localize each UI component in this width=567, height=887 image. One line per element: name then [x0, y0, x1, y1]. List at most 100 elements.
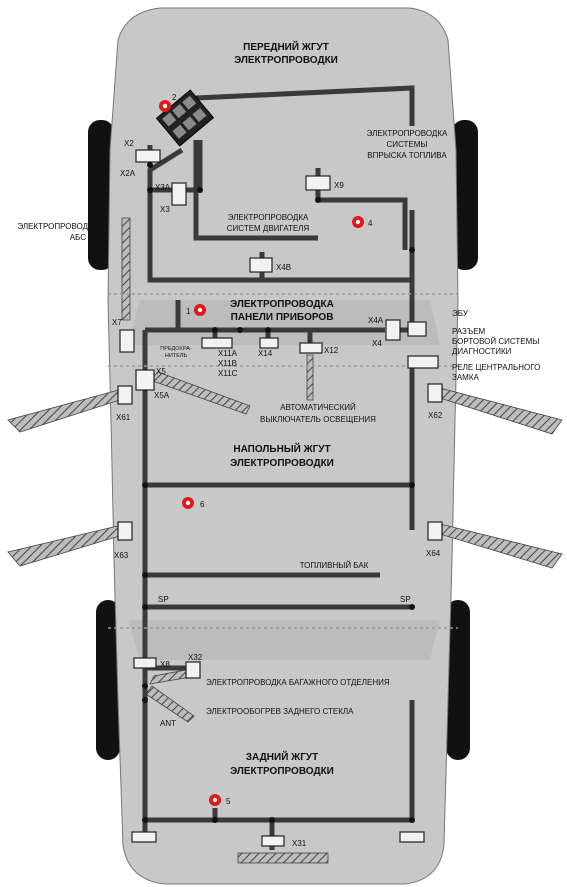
- junction: [269, 817, 275, 823]
- junction: [147, 162, 153, 168]
- junction: [315, 197, 321, 203]
- connector-diagnostic: [407, 321, 427, 337]
- connector-x5: [135, 369, 155, 391]
- label-abs-1: ЭЛЕКТРОПРОВОДКА: [17, 222, 98, 231]
- junction: [142, 817, 148, 823]
- front-harness-x9-branch: [318, 197, 408, 250]
- connector-x4b: [249, 257, 273, 273]
- junction: [142, 604, 148, 610]
- junction: [409, 247, 415, 253]
- ground-points: 2 4 1 6 5: [159, 93, 373, 806]
- label-x3a: X3A: [155, 183, 171, 192]
- connector-x12: [299, 342, 323, 354]
- label-injection-3: ВПРЫСКА ТОПЛИВА: [367, 151, 447, 160]
- label-x32: X32: [188, 653, 203, 662]
- label-fuel-tank: ТОПЛИВНЫЙ БАК: [300, 561, 369, 570]
- connector-x32: [185, 661, 201, 679]
- label-abs-2: АБС: [70, 233, 86, 242]
- label-injection-1: ЭЛЕКТРОПРОВОДКА: [367, 129, 448, 138]
- label-trunk-wiring: ЭЛЕКТРОПРОВОДКА БАГАЖНОГО ОТДЕЛЕНИЯ: [206, 678, 390, 687]
- label-x61: X61: [116, 413, 131, 422]
- label-x64: X64: [426, 549, 441, 558]
- connector-x8: [133, 657, 157, 669]
- connector-x62: [427, 383, 443, 403]
- ground-point-5: 5: [209, 794, 231, 806]
- front-harness-title-1: ПЕРЕДНИЙ ЖГУТ: [243, 40, 329, 53]
- connector-x2: [135, 149, 161, 163]
- label-fuse-2: НИТЕЛЬ: [165, 353, 188, 359]
- ecu-bar: [237, 852, 329, 864]
- ground-point-1: 1: [186, 304, 206, 316]
- label-ant: ANT: [160, 719, 176, 728]
- connectors: [117, 149, 443, 864]
- front-left-door-harness: [7, 387, 127, 433]
- windshield: [128, 300, 440, 345]
- label-injection-2: СИСТЕМЫ: [386, 140, 427, 149]
- front-right-wheel: [452, 120, 478, 270]
- label-x14: X14: [258, 349, 273, 358]
- front-right-door-harness: [439, 387, 563, 435]
- junction: [237, 327, 243, 333]
- label-fuse-1: ПРЕДОХРА-: [160, 346, 192, 352]
- connector-labels: X2 X2A X3A X3 X9 X4B X7 X4A X4 X11A X11B…: [112, 139, 443, 848]
- label-diag-1: РАЗЪЕМ: [452, 327, 486, 336]
- connector-x61: [117, 385, 133, 405]
- label-diag-2: БОРТОВОЙ СИСТЕМЫ: [452, 337, 539, 346]
- label-light-switch-2: ВЫКЛЮЧАТЕЛЬ ОСВЕЩЕНИЯ: [260, 415, 376, 424]
- labels: ЭЛЕКТРОПРОВОДКА СИСТЕМЫ ВПРЫСКА ТОПЛИВА …: [17, 129, 540, 728]
- rear-harness-title-2: ЭЛЕКТРОПРОВОДКИ: [230, 766, 334, 777]
- ground-label-6: 6: [200, 500, 205, 509]
- floor-harness-title-2: ЭЛЕКТРОПРОВОДКИ: [230, 458, 334, 469]
- label-engine-1: ЭЛЕКТРОПРОВОДКА: [228, 213, 309, 222]
- x12-harness-branch: [306, 354, 314, 401]
- front-left-wheel: [88, 120, 114, 270]
- connector-x31: [261, 835, 285, 847]
- ground-label-5: 5: [226, 797, 231, 806]
- label-x62: X62: [428, 411, 443, 420]
- label-x9: X9: [334, 181, 344, 190]
- label-ecu: ЭБУ: [452, 309, 469, 318]
- label-x11b: X11B: [218, 359, 237, 368]
- label-lock-relay-2: ЗАМКА: [452, 373, 479, 382]
- junction: [147, 187, 153, 193]
- ecu-unit: [155, 89, 215, 147]
- label-x5: X5: [156, 367, 166, 376]
- connector-x7: [119, 329, 135, 353]
- label-x12: X12: [324, 346, 339, 355]
- label-x63: X63: [114, 551, 129, 560]
- junction: [265, 327, 271, 333]
- front-harness-engine: [193, 140, 318, 241]
- junction: [142, 697, 148, 703]
- connector-x63: [117, 521, 133, 541]
- connector-lock-relay: [407, 355, 439, 369]
- panel-harness-title-2: ПАНЕЛИ ПРИБОРОВ: [231, 312, 334, 323]
- rear-window: [128, 620, 440, 660]
- label-lock-relay-1: РЕЛЕ ЦЕНТРАЛЬНОГО: [452, 363, 540, 372]
- label-x4: X4: [372, 339, 382, 348]
- junction: [142, 683, 148, 689]
- ground-label-1: 1: [186, 307, 191, 316]
- label-x7: X7: [112, 318, 122, 327]
- label-x4a: X4A: [368, 316, 384, 325]
- label-diag-3: ДИАГНОСТИКИ: [452, 347, 512, 356]
- junctions: [142, 162, 415, 823]
- junction: [142, 482, 148, 488]
- panel-harness-title-1: ЭЛЕКТРОПРОВОДКА: [230, 299, 334, 310]
- junction: [212, 327, 218, 333]
- auto-light-switch-harness: [149, 371, 251, 415]
- rear-defrost-harness: [145, 685, 195, 723]
- label-x3: X3: [160, 205, 170, 214]
- connector-rear-left: [131, 831, 157, 843]
- junction: [142, 572, 148, 578]
- connector-x11: [201, 337, 233, 349]
- connector-rear-right: [399, 831, 425, 843]
- front-harness-title-2: ЭЛЕКТРОПРОВОДКИ: [234, 55, 338, 66]
- section-titles: ПЕРЕДНИЙ ЖГУТ ЭЛЕКТРОПРОВОДКИ ЭЛЕКТРОПРО…: [230, 40, 338, 777]
- label-rear-defrost: ЭЛЕКТРООБОГРЕВ ЗАДНЕГО СТЕКЛА: [206, 707, 354, 716]
- rear-right-door-harness: [439, 523, 563, 569]
- ground-point-4: 4: [352, 216, 373, 228]
- junction: [409, 817, 415, 823]
- label-sp-right: SP: [400, 595, 411, 604]
- label-x11a: X11A: [218, 349, 238, 358]
